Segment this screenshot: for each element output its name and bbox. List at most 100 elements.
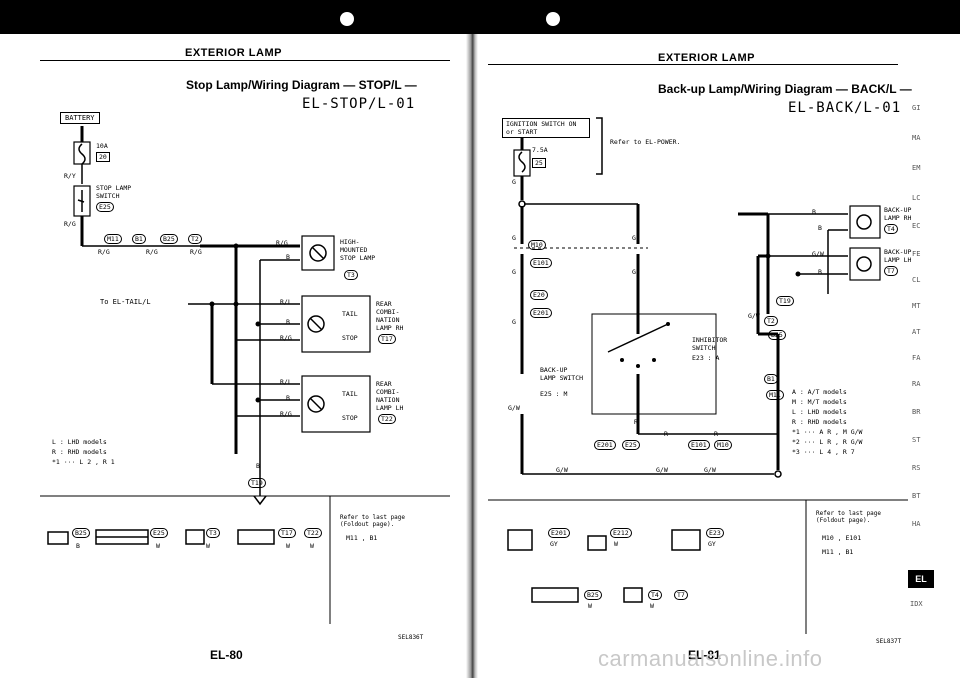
lamp-connector: T7 xyxy=(884,266,898,276)
tail-label: TAIL xyxy=(342,310,358,318)
wire-color: G xyxy=(512,318,516,326)
bottom-connector: T17 xyxy=(278,528,296,538)
page-number: EL-81 xyxy=(688,648,721,662)
wire-color: R xyxy=(714,430,718,438)
scan-top-bar xyxy=(0,0,960,34)
wire-color: R/G xyxy=(190,248,202,256)
backup-lamp-wiring xyxy=(488,117,908,634)
stop-label: STOP xyxy=(342,334,358,342)
side-tab[interactable]: ST xyxy=(912,436,921,444)
bottom-connector-color: W xyxy=(156,542,160,550)
page-code: SEL836T xyxy=(398,634,424,641)
side-tab[interactable]: FE xyxy=(912,250,921,258)
bottom-connector: E25 xyxy=(150,528,168,538)
stop-lamp-wiring xyxy=(40,126,450,624)
connector-face-diagrams xyxy=(507,529,701,603)
wire-color: B xyxy=(286,394,290,402)
connector-id: M10 xyxy=(528,240,546,250)
refer-note: Refer to last page (Foldout page). xyxy=(340,514,406,528)
refer-power: Refer to EL-POWER. xyxy=(610,138,681,146)
connector-id: E101 xyxy=(530,258,552,268)
bottom-connector-color: W xyxy=(588,602,592,610)
diagram-title: Stop Lamp/Wiring Diagram — STOP/L — xyxy=(186,78,417,92)
wire-color: R/G xyxy=(276,239,288,247)
connector-id: M11 xyxy=(104,234,122,244)
left-page: EXTERIOR LAMP Stop Lamp/Wiring Diagram —… xyxy=(0,34,470,678)
wire-color: G xyxy=(632,268,636,276)
wire-color: G/W xyxy=(508,404,520,412)
bottom-connector: E23 xyxy=(706,528,724,538)
connector-id: E201 xyxy=(530,308,552,318)
bottom-connector-color: W xyxy=(310,542,314,550)
wire-color: G xyxy=(512,178,516,186)
header-rule xyxy=(40,60,450,61)
connector-id: E20 xyxy=(530,290,548,300)
side-tab[interactable]: RS xyxy=(912,464,921,472)
connector-face-diagrams xyxy=(47,529,275,545)
legend-line: R : RHD models xyxy=(792,418,847,426)
connector-id: M10 xyxy=(714,440,732,450)
bottom-connector-color: W xyxy=(614,540,618,548)
side-tab[interactable]: BR xyxy=(912,408,921,416)
fuse-number: 20 xyxy=(96,152,110,162)
wire-color: R/Y xyxy=(64,172,76,180)
rear-lamp-lh: REAR COMBI-NATION LAMP LH xyxy=(376,380,404,412)
refer-connectors: M10 , E101 xyxy=(822,534,862,542)
side-tab[interactable]: GI xyxy=(912,104,921,112)
legend-line: *2 ··· L R , R G/W xyxy=(792,438,863,446)
header-rule xyxy=(488,64,898,65)
wire-color: R/L xyxy=(280,298,292,306)
wire-color: B xyxy=(256,462,260,470)
wire-color: G xyxy=(512,234,516,242)
side-tab[interactable]: MA xyxy=(912,134,921,142)
bottom-connector: B25 xyxy=(584,590,602,600)
wire-color: B xyxy=(286,318,290,326)
side-tab[interactable]: FA xyxy=(912,354,921,362)
legend-line: L : LHD models xyxy=(52,438,107,446)
side-tab-active[interactable]: EL xyxy=(908,570,934,588)
side-tab[interactable]: CL xyxy=(912,276,921,284)
tail-label: TAIL xyxy=(342,390,358,398)
legend-line: *1 ··· L 2 , R 1 xyxy=(52,458,115,466)
bottom-connector: B25 xyxy=(72,528,90,538)
bottom-connector-color: W xyxy=(206,542,210,550)
wire-color: R/G xyxy=(64,220,76,228)
wire-color: B xyxy=(812,208,816,216)
side-tab[interactable]: IDX xyxy=(910,600,923,608)
page-header: EXTERIOR LAMP xyxy=(658,52,755,64)
battery-label: BATTERY xyxy=(60,112,100,124)
lamp-connector: T22 xyxy=(378,414,396,424)
fuse-number: 25 xyxy=(532,158,546,168)
stop-lamp-switch: STOP LAMP SWITCH xyxy=(96,184,132,200)
bottom-connector: T3 xyxy=(206,528,220,538)
connector-id: T2 xyxy=(764,316,778,326)
legend-line: R : RHD models xyxy=(52,448,107,456)
side-tab[interactable]: HA xyxy=(912,520,921,528)
backup-switch-connector: E25 : M xyxy=(540,390,568,398)
lamp-connector: T3 xyxy=(344,270,358,280)
side-tab[interactable]: MT xyxy=(912,302,921,310)
side-tab[interactable]: EM xyxy=(912,164,921,172)
side-tab[interactable]: BT xyxy=(912,492,921,500)
wire-color: G/W xyxy=(748,312,760,320)
lamp-connector: T4 xyxy=(884,224,898,234)
legend-line: M : M/T models xyxy=(792,398,847,406)
legend-line: *3 ··· L 4 , R 7 xyxy=(792,448,855,456)
bottom-connector-color: GY xyxy=(708,540,716,548)
refer-note: Refer to last page (Foldout page). xyxy=(816,510,882,524)
connector-id: B25 xyxy=(160,234,178,244)
fuse-amp: 7.5A xyxy=(532,146,548,154)
connector-id: T2 xyxy=(188,234,202,244)
side-tab[interactable]: LC xyxy=(912,194,921,202)
side-tab[interactable]: AT xyxy=(912,328,921,336)
backup-lamp-switch: BACK-UP LAMP SWITCH xyxy=(540,366,584,382)
wire-color: G/W xyxy=(704,466,716,474)
wire-color: R xyxy=(634,418,638,426)
connector-id: B1 xyxy=(132,234,146,244)
connector-id: M11 xyxy=(766,390,784,400)
switch-connector: E25 xyxy=(96,202,114,212)
side-tab[interactable]: RA xyxy=(912,380,921,388)
refer-connectors: M11 , B1 xyxy=(346,534,378,542)
book-spine xyxy=(466,34,478,678)
side-tab[interactable]: EC xyxy=(912,222,921,230)
